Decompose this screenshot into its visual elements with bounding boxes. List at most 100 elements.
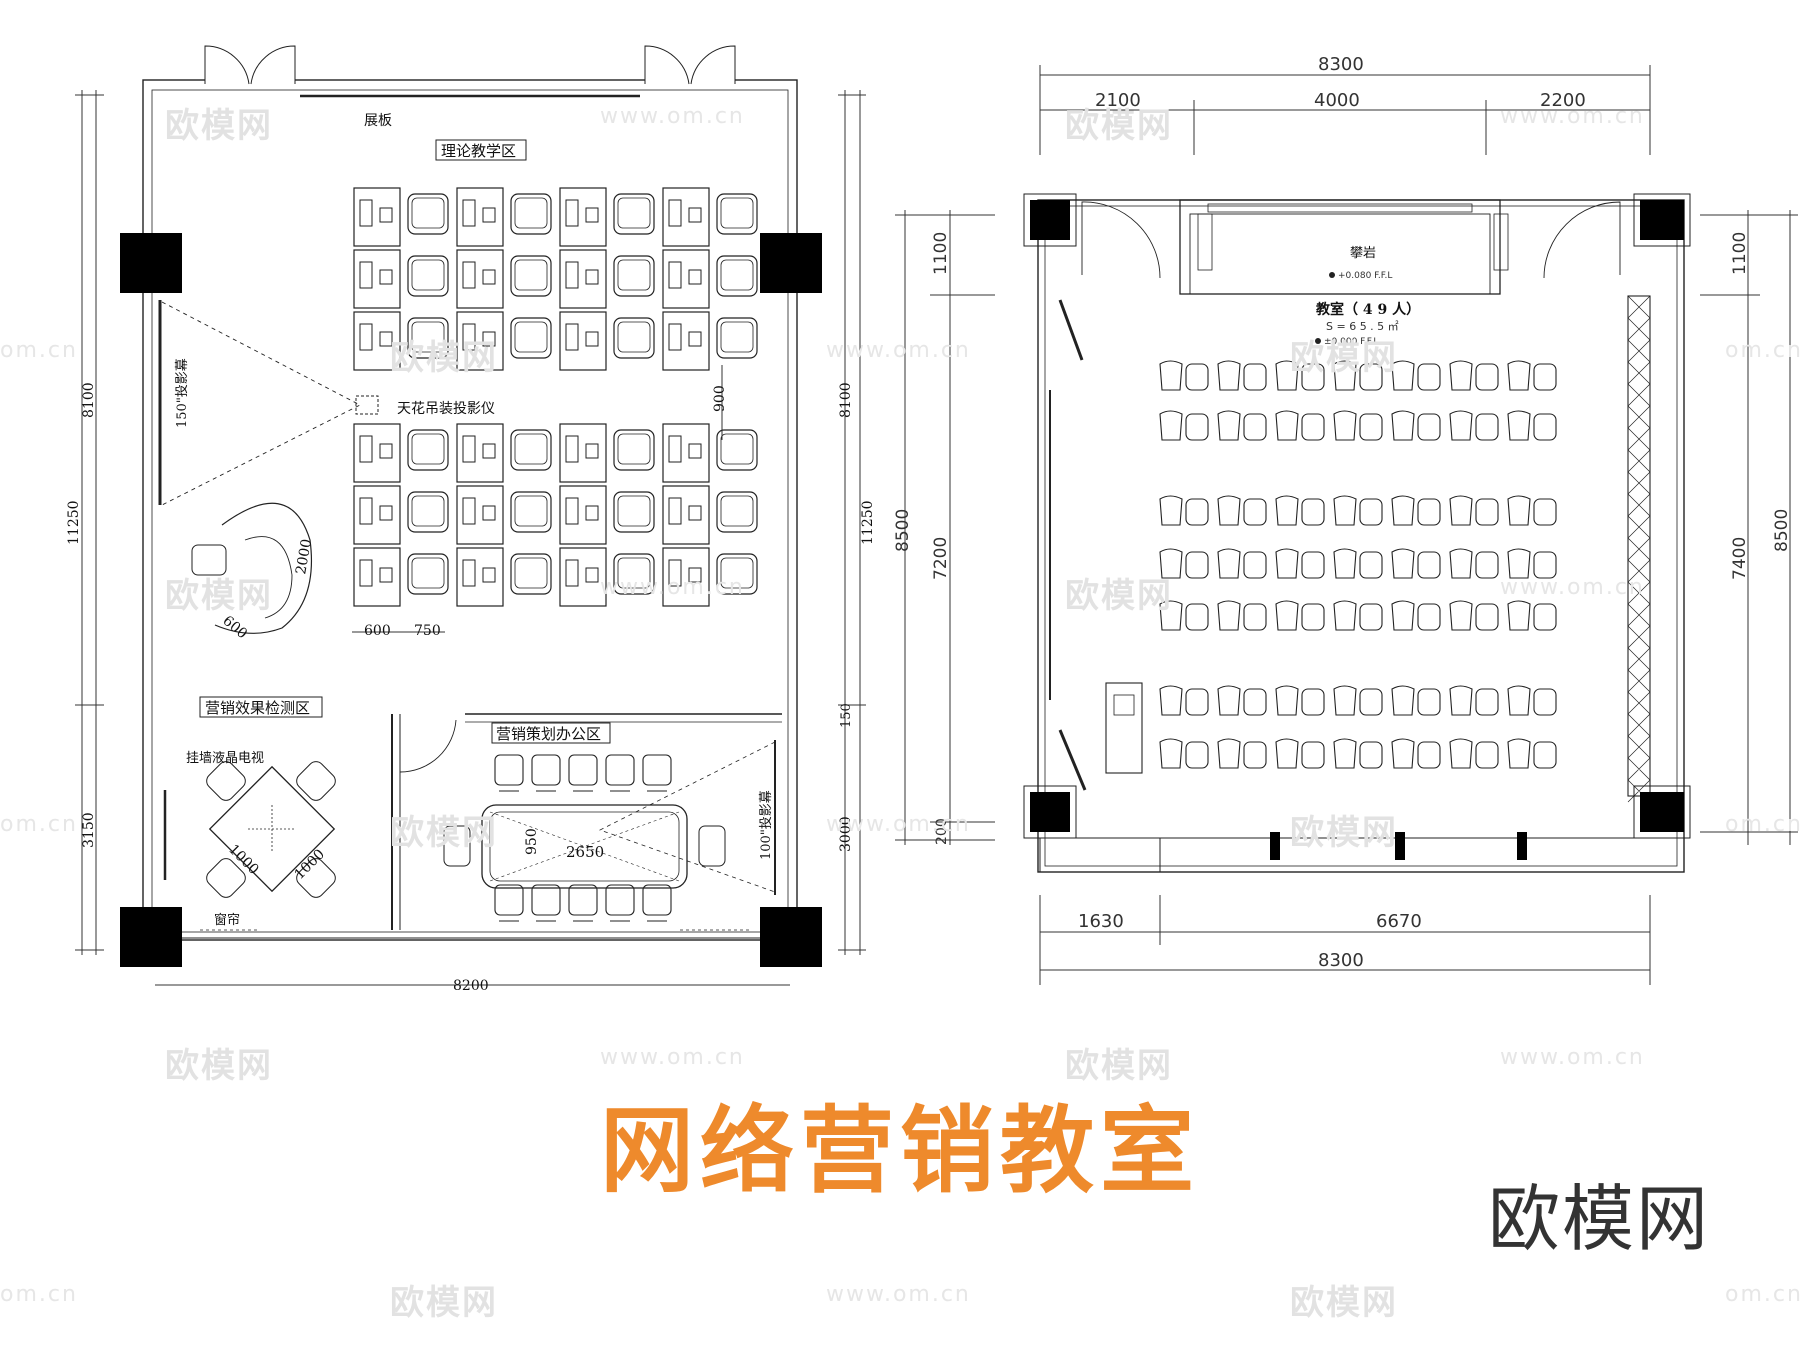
watermark-url: www.om.cn bbox=[826, 1282, 971, 1307]
desk-unit bbox=[353, 485, 449, 545]
classroom-seat bbox=[1217, 738, 1267, 769]
classroom-seat bbox=[1217, 548, 1267, 579]
desk-unit bbox=[456, 547, 552, 607]
projector-icon bbox=[355, 395, 379, 415]
dim-upper-height-right: 8100 bbox=[838, 382, 854, 418]
watermark-url: www.om.cn bbox=[826, 812, 971, 837]
dim-bottom-total: 8300 bbox=[1318, 950, 1364, 971]
label-planning-zone: 营销策划办公区 bbox=[496, 725, 601, 743]
desk-unit bbox=[456, 249, 552, 309]
conference-chair bbox=[531, 884, 561, 922]
classroom-seat bbox=[1391, 410, 1441, 441]
cabinet bbox=[1105, 682, 1143, 774]
desk-unit bbox=[559, 423, 655, 483]
desk-unit bbox=[456, 423, 552, 483]
conference-table bbox=[481, 804, 688, 889]
dim-desk-w: 600 bbox=[364, 623, 391, 639]
classroom-seat bbox=[1159, 738, 1209, 769]
conference-chair bbox=[494, 884, 524, 922]
podium bbox=[214, 502, 313, 634]
label-tv: 挂墙液晶电视 bbox=[186, 751, 264, 766]
left-door-icon bbox=[204, 44, 296, 85]
dim-top-right: 2200 bbox=[1540, 90, 1586, 111]
desk-unit bbox=[662, 187, 758, 247]
watermark-url-fragment: om.cn bbox=[1725, 338, 1800, 363]
dim-width: 8200 bbox=[453, 978, 489, 994]
truss bbox=[1627, 295, 1651, 797]
classroom-seat bbox=[1391, 600, 1441, 631]
level-marker-icon bbox=[1329, 272, 1335, 278]
left-columns bbox=[120, 233, 822, 967]
desk-unit bbox=[662, 311, 758, 371]
watermark-url: www.om.cn bbox=[600, 1045, 745, 1070]
dim-right-total: 8500 bbox=[1772, 509, 1792, 552]
watermark-logo: 欧模网 bbox=[1290, 813, 1398, 853]
desk-unit bbox=[559, 249, 655, 309]
dim-table-w: 950 bbox=[524, 828, 540, 855]
room-level-marker-icon bbox=[1315, 338, 1321, 344]
dim-top-mid: 4000 bbox=[1314, 90, 1360, 111]
label-detection-zone: 营销效果检测区 bbox=[205, 699, 310, 717]
watermark-url: www.om.cn bbox=[1500, 1045, 1645, 1070]
desk-unit bbox=[353, 187, 449, 247]
classroom-seat bbox=[1449, 495, 1499, 526]
desk-unit bbox=[662, 423, 758, 483]
watermark-url: www.om.cn bbox=[600, 104, 745, 129]
dim-left-mid: 7200 bbox=[931, 537, 951, 580]
classroom-seat bbox=[1333, 738, 1383, 769]
room-area: S = 6 5 . 5 ㎡ bbox=[1326, 320, 1399, 333]
stage-level: +0.080 F.F.L bbox=[1338, 271, 1392, 281]
dim-podium-len: 2000 bbox=[293, 538, 315, 576]
room-level: ±0.000 F.F.L bbox=[1324, 337, 1378, 347]
classroom-seat bbox=[1217, 495, 1267, 526]
watermark-url: www.om.cn bbox=[600, 575, 745, 600]
classroom-seat bbox=[1275, 600, 1325, 631]
dim-lower-height-left: 3150 bbox=[81, 812, 97, 848]
classroom-seat bbox=[1449, 360, 1499, 391]
classroom-seat bbox=[1449, 410, 1499, 441]
classroom-seat bbox=[1507, 685, 1557, 716]
watermark-url-fragment: om.cn bbox=[0, 338, 78, 363]
stage-label: 攀岩 bbox=[1350, 246, 1376, 261]
conference-chair bbox=[642, 884, 672, 922]
label-screen-100: 100"投影幕 bbox=[758, 790, 774, 860]
classroom-seat bbox=[1391, 685, 1441, 716]
dim-aisle: 900 bbox=[712, 385, 728, 412]
dim-square-b: 1000 bbox=[292, 846, 329, 883]
classroom-seat bbox=[1333, 495, 1383, 526]
conference-chairs bbox=[494, 754, 672, 922]
right-outer-wall bbox=[1037, 199, 1685, 873]
desk-unit bbox=[353, 249, 449, 309]
conference-chair bbox=[605, 884, 635, 922]
desk-unit bbox=[456, 187, 552, 247]
dim-bottom-right: 6670 bbox=[1376, 911, 1422, 932]
classroom-seat bbox=[1507, 738, 1557, 769]
classroom-seat bbox=[1217, 600, 1267, 631]
classroom-seat bbox=[1507, 495, 1557, 526]
classroom-seat bbox=[1449, 685, 1499, 716]
watermark-logo: 欧模网 bbox=[1290, 338, 1398, 378]
watermark-url-fragment: om.cn bbox=[1725, 1282, 1800, 1307]
watermark-logo: 欧模网 bbox=[390, 1283, 498, 1323]
conference-chair bbox=[568, 754, 598, 792]
desk-unit bbox=[353, 547, 449, 607]
classroom-seat bbox=[1449, 600, 1499, 631]
conference-chair bbox=[642, 754, 672, 792]
dim-left-bottom: 200 bbox=[934, 818, 950, 845]
classroom-seat-grid bbox=[1159, 360, 1557, 769]
dim-top-left: 2100 bbox=[1095, 90, 1141, 111]
watermark-logo: 欧模网 bbox=[1065, 106, 1173, 146]
dim-table-len: 2650 bbox=[566, 843, 604, 861]
label-curtain: 窗帘 bbox=[214, 912, 240, 928]
classroom-seat bbox=[1507, 600, 1557, 631]
dim-chair-w: 750 bbox=[414, 623, 441, 639]
watermark-logo: 欧模网 bbox=[1065, 576, 1173, 616]
classroom-seat bbox=[1391, 360, 1441, 391]
classroom-seat bbox=[1159, 685, 1209, 716]
dim-left-total: 8500 bbox=[893, 509, 913, 552]
classroom-seat bbox=[1333, 600, 1383, 631]
desk-unit bbox=[662, 485, 758, 545]
dim-top-total: 8300 bbox=[1318, 54, 1364, 75]
classroom-seat bbox=[1333, 548, 1383, 579]
conference-chair bbox=[605, 754, 635, 792]
